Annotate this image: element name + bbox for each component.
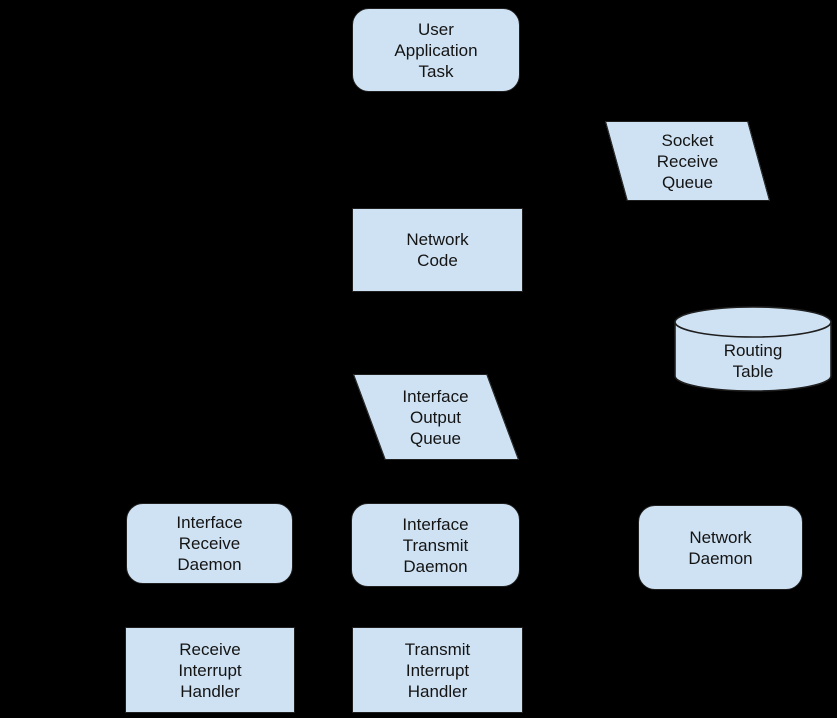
- node-network-daemon-label: Network Daemon: [688, 527, 753, 568]
- node-interface-transmit-daemon-label: Interface Transmit Daemon: [402, 514, 469, 576]
- node-routing-table-label: Routing Table: [723, 341, 783, 381]
- node-interface-transmit-daemon: Interface Transmit Daemon: [351, 503, 520, 587]
- node-interface-output-queue: Interface Output Queue: [353, 374, 519, 460]
- node-socket-receive-queue: Socket Receive Queue: [604, 121, 771, 201]
- node-network-code-label: Network Code: [406, 230, 469, 270]
- node-user-application-task-label: User Application Task: [394, 19, 478, 81]
- node-interface-receive-daemon-label: Interface Receive Daemon: [176, 513, 243, 574]
- node-user-application-task: User Application Task: [352, 8, 520, 92]
- node-socket-receive-queue-label: Socket Receive Queue: [656, 130, 719, 192]
- node-interface-output-queue-label: Interface Output Queue: [402, 386, 469, 448]
- node-transmit-interrupt-handler: Transmit Interrupt Handler: [352, 627, 523, 713]
- node-network-code: Network Code: [352, 208, 523, 292]
- cylinder-shape: [674, 306, 832, 392]
- node-receive-interrupt-handler-label: Receive Interrupt Handler: [178, 639, 242, 701]
- node-network-daemon: Network Daemon: [638, 505, 803, 590]
- node-interface-receive-daemon: Interface Receive Daemon: [126, 503, 293, 584]
- node-transmit-interrupt-handler-label: Transmit Interrupt Handler: [404, 639, 471, 701]
- node-receive-interrupt-handler: Receive Interrupt Handler: [125, 627, 295, 713]
- node-routing-table: Routing Table: [674, 306, 832, 392]
